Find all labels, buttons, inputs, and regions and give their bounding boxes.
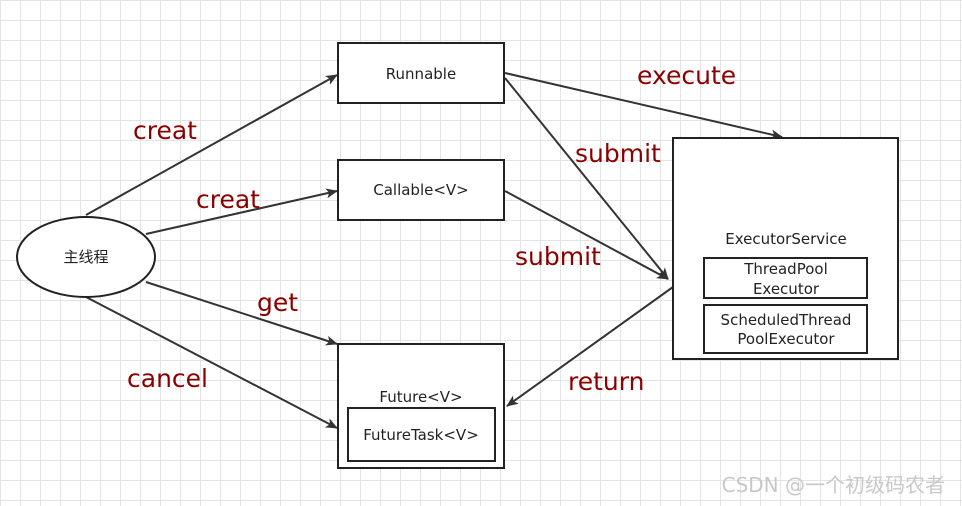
edge-label-return: return	[568, 367, 644, 396]
edge-return	[506, 286, 674, 407]
scheduled-thread-pool-executor-box	[703, 304, 868, 354]
node-executor-service: ExecutorService ThreadPool Executor Sche…	[672, 137, 899, 360]
edge-runnable-submit	[504, 77, 669, 280]
runnable-label: Runnable	[386, 65, 456, 83]
runnable-box	[337, 42, 505, 104]
edge-main-to-future-get	[145, 281, 338, 346]
scheduled-executor-label-line-2: PoolExecutor	[737, 330, 835, 348]
edge-main-to-callable	[145, 188, 338, 235]
main-thread-shape	[16, 216, 156, 298]
callable-label: Callable<V>	[373, 181, 469, 199]
node-main-thread: 主线程	[16, 216, 156, 298]
edge-callable-submit	[504, 190, 669, 280]
edge-main-to-future-cancel	[85, 296, 338, 429]
node-future: Future<V> FutureTask<V>	[337, 343, 505, 469]
main-thread-label: 主线程	[63, 248, 108, 266]
thread-pool-executor-label-line-2: Executor	[753, 280, 820, 298]
node-runnable: Runnable	[337, 42, 505, 104]
callable-box	[337, 159, 505, 221]
edge-label-get: get	[257, 288, 298, 317]
edge-label-creat-runnable: creat	[133, 116, 197, 145]
edge-main-to-runnable	[85, 74, 338, 216]
thread-pool-executor-box	[703, 257, 868, 299]
edge-label-submit-callable: submit	[515, 242, 601, 271]
edge-label-execute: execute	[637, 61, 736, 90]
thread-pool-executor-label-line-1: ThreadPool	[743, 260, 827, 278]
edge-label-submit-runnable: submit	[575, 139, 661, 168]
edge-runnable-execute	[504, 72, 783, 140]
edge-label-creat-callable: creat	[196, 185, 260, 214]
future-task-label: FutureTask<V>	[363, 426, 479, 444]
watermark-text: CSDN @一个初级码农者	[722, 473, 945, 497]
executor-service-label: ExecutorService	[725, 230, 847, 248]
scheduled-executor-label-line-1: ScheduledThread	[721, 311, 852, 329]
node-callable: Callable<V>	[337, 159, 505, 221]
edge-label-cancel: cancel	[127, 364, 208, 393]
future-task-box	[347, 407, 496, 462]
future-label: Future<V>	[379, 388, 462, 406]
